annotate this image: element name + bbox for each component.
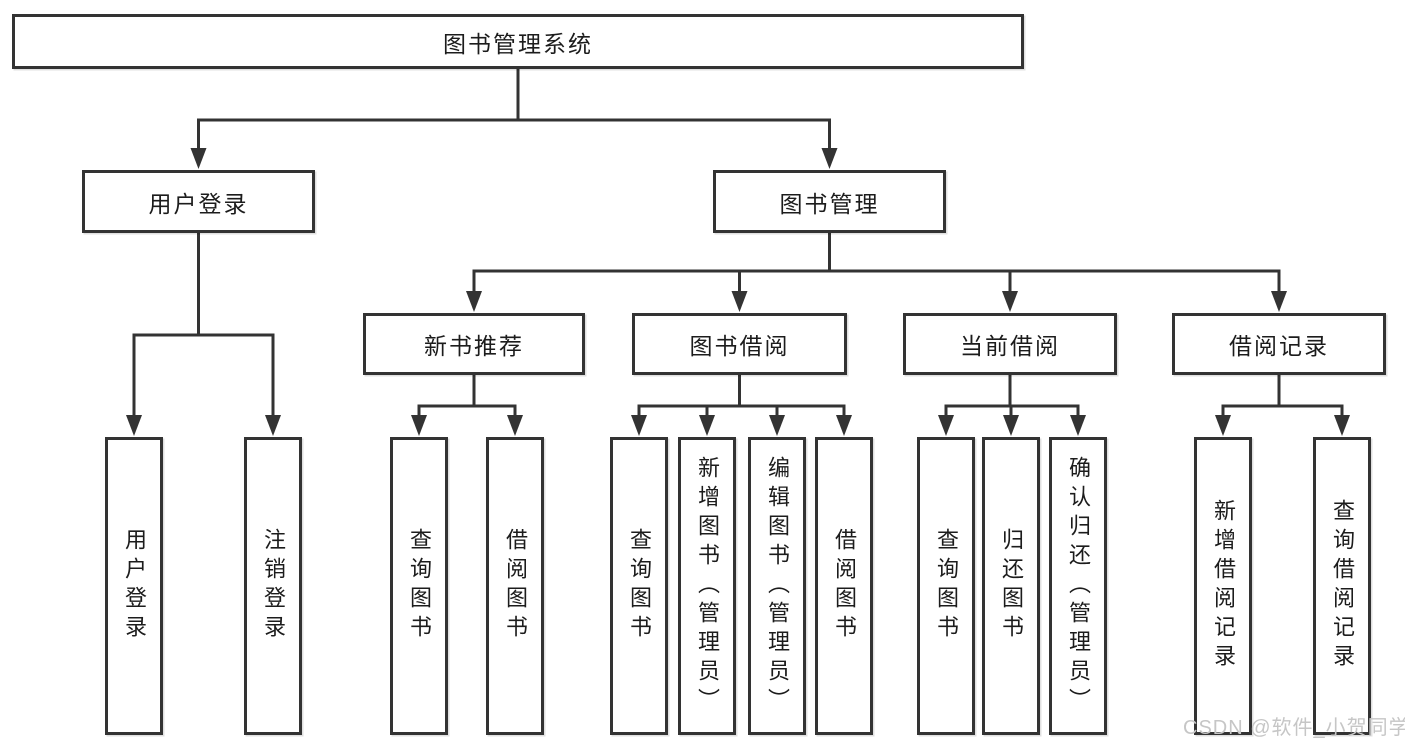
leaf-query-books-borrow: 查询图书 [610,437,668,735]
connector-root-to-level1 [190,69,838,169]
leaf-logout-login: 注销登录 [244,437,302,735]
connector-user-login-children [126,233,281,436]
node-current-borrow: 当前借阅 [903,313,1117,375]
node-book-borrow: 图书借阅 [632,313,847,375]
node-user-login: 用户登录 [82,170,315,233]
connector-curborrow-children [938,375,1086,436]
leaf-user-login: 用户登录 [105,437,163,735]
node-root-system: 图书管理系统 [12,14,1024,69]
leaf-add-book-admin: 新增图书（管理员） [678,437,736,735]
connector-records-children [1215,375,1350,436]
connector-book-mgmt-children [466,233,1287,312]
leaf-edit-book-admin: 编辑图书（管理员） [748,437,806,735]
leaf-query-books-current: 查询图书 [917,437,975,735]
leaf-query-books-recommend: 查询图书 [390,437,448,735]
leaf-borrow-books-recommend: 借阅图书 [486,437,544,735]
leaf-query-borrow-record: 查询借阅记录 [1313,437,1371,735]
node-borrow-records: 借阅记录 [1172,313,1386,375]
node-new-book-recommend: 新书推荐 [363,313,585,375]
leaf-borrow-books: 借阅图书 [815,437,873,735]
connector-newbook-children [411,375,523,436]
connector-bookborrow-children [631,375,852,436]
leaf-add-borrow-record: 新增借阅记录 [1194,437,1252,735]
node-book-management: 图书管理 [713,170,946,233]
leaf-confirm-return-admin: 确认归还（管理员） [1049,437,1107,735]
watermark-text: CSDN @软件_小贺同学 [1183,717,1405,739]
leaf-return-book: 归还图书 [982,437,1040,735]
